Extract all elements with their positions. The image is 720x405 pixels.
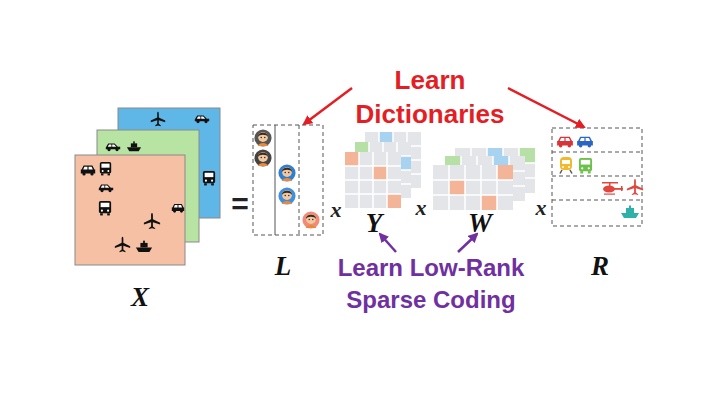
matrix-label: X	[120, 281, 160, 313]
matrix-node: L	[250, 120, 328, 280]
matrix-label: Y	[354, 207, 394, 239]
matrix-label: L	[263, 250, 303, 282]
operator-symbol: x	[411, 194, 431, 222]
dictionary-matrix	[552, 128, 643, 226]
operator-symbol: x	[326, 196, 346, 224]
annotation-text: Learn Low-Rank Sparse Coding	[306, 252, 556, 316]
matrix-label: W	[460, 207, 500, 239]
coding-stack	[433, 148, 535, 210]
tensor-stack	[75, 108, 220, 265]
operator-symbol: x	[531, 194, 551, 222]
matrix-label: R	[580, 250, 620, 282]
matrix-node: Y	[340, 128, 426, 238]
coding-stack	[345, 132, 421, 208]
dictionary-matrix	[253, 125, 323, 235]
operator-symbol: =	[225, 186, 255, 222]
annotation-text: Learn Dictionaries	[345, 63, 515, 131]
tensor-node: X	[70, 100, 230, 315]
matrix-node: R	[548, 124, 646, 280]
matrix-node: W	[428, 144, 538, 238]
